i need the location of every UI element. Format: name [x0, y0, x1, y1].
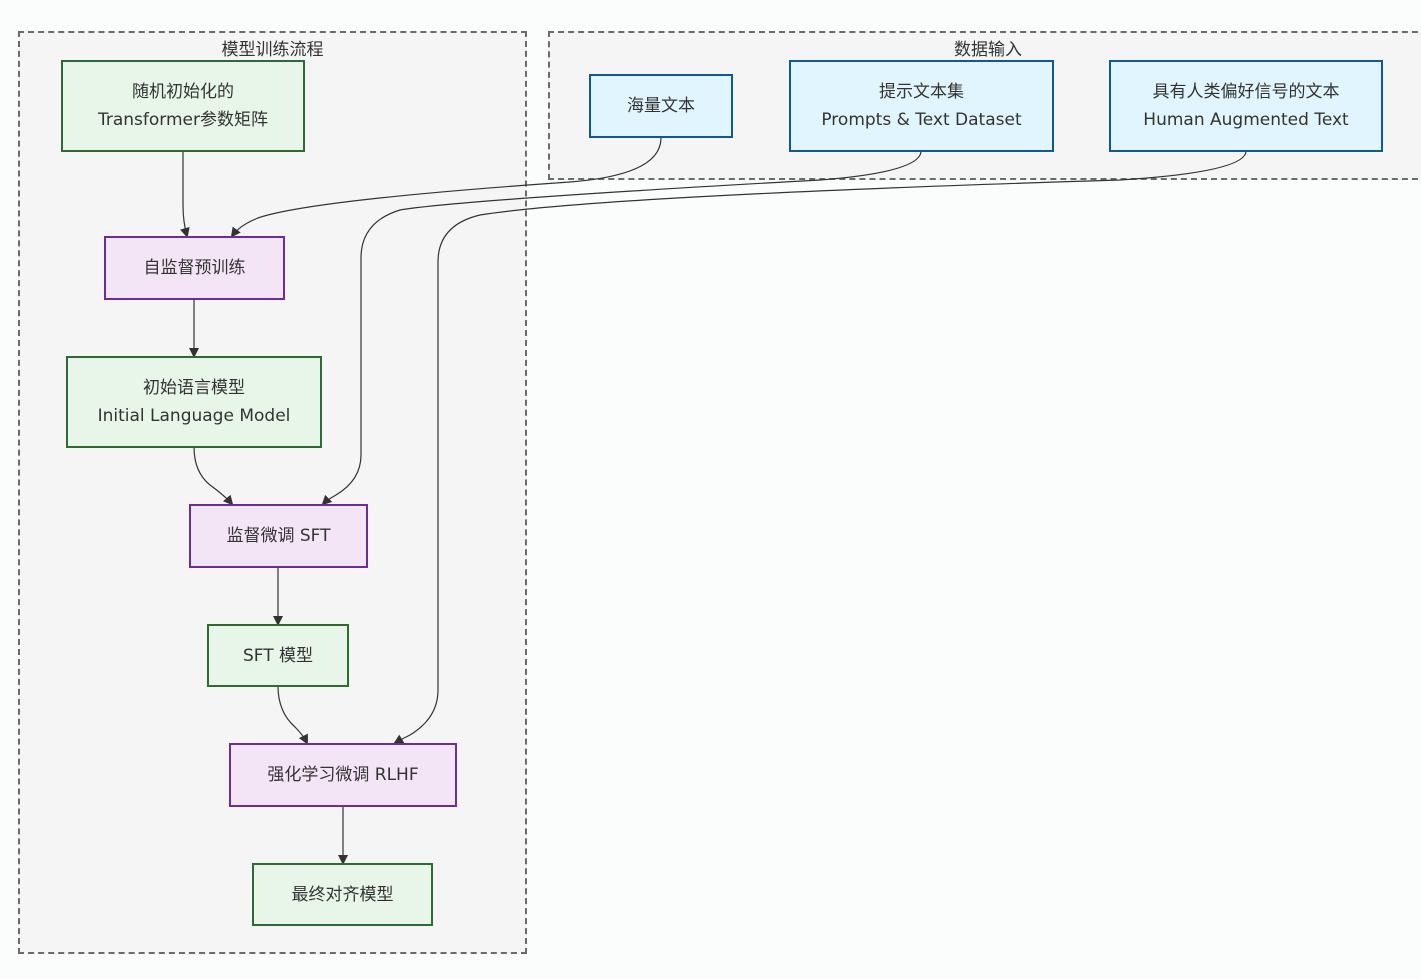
- edge-lm-to-sft: [193, 446, 234, 506]
- node-self-supervised-line1: 自监督预训练: [143, 258, 246, 278]
- node-sft-line1: 监督微调 SFT: [226, 526, 331, 546]
- node-sft: 监督微调 SFT: [189, 504, 368, 568]
- node-initial-lm: 初始语言模型 Initial Language Model: [66, 356, 322, 448]
- cluster-title-training: 模型训练流程: [221, 40, 324, 60]
- node-prompts: 提示文本集 Prompts & Text Dataset: [789, 60, 1054, 152]
- node-initial-lm-line1: 初始语言模型: [143, 378, 245, 398]
- edge-text-to-pretrain: [230, 137, 662, 238]
- edge-sftmodel-to-rlhf: [277, 685, 308, 745]
- node-human-text: 具有人类偏好信号的文本 Human Augmented Text: [1109, 60, 1383, 152]
- edge-human-to-rlhf: [393, 150, 1247, 745]
- node-rlhf-line1: 强化学习微调 RLHF: [267, 765, 419, 785]
- node-prompts-line2: Prompts & Text Dataset: [821, 110, 1022, 130]
- node-sft-model: SFT 模型: [207, 624, 349, 687]
- node-rlhf: 强化学习微调 RLHF: [229, 743, 457, 807]
- node-random-init-line1: 随机初始化的: [132, 82, 234, 102]
- node-random-init: 随机初始化的 Transformer参数矩阵: [61, 60, 305, 152]
- node-final-model: 最终对齐模型: [252, 863, 433, 926]
- node-final-model-line1: 最终对齐模型: [291, 884, 394, 905]
- node-self-supervised: 自监督预训练: [104, 236, 285, 300]
- node-massive-text-line1: 海量文本: [627, 96, 695, 116]
- cluster-title-input: 数据输入: [954, 40, 1022, 60]
- node-prompts-line1: 提示文本集: [879, 82, 964, 102]
- node-random-init-line2: Transformer参数矩阵: [97, 110, 268, 130]
- edge-prompts-to-sft: [321, 150, 922, 506]
- node-human-text-line2: Human Augmented Text: [1143, 110, 1349, 130]
- node-human-text-line1: 具有人类偏好信号的文本: [1152, 82, 1340, 102]
- node-massive-text: 海量文本: [589, 74, 733, 138]
- node-initial-lm-line2: Initial Language Model: [97, 406, 291, 426]
- edge-init-to-pretrain: [179, 151, 190, 238]
- node-sft-model-line1: SFT 模型: [242, 645, 314, 666]
